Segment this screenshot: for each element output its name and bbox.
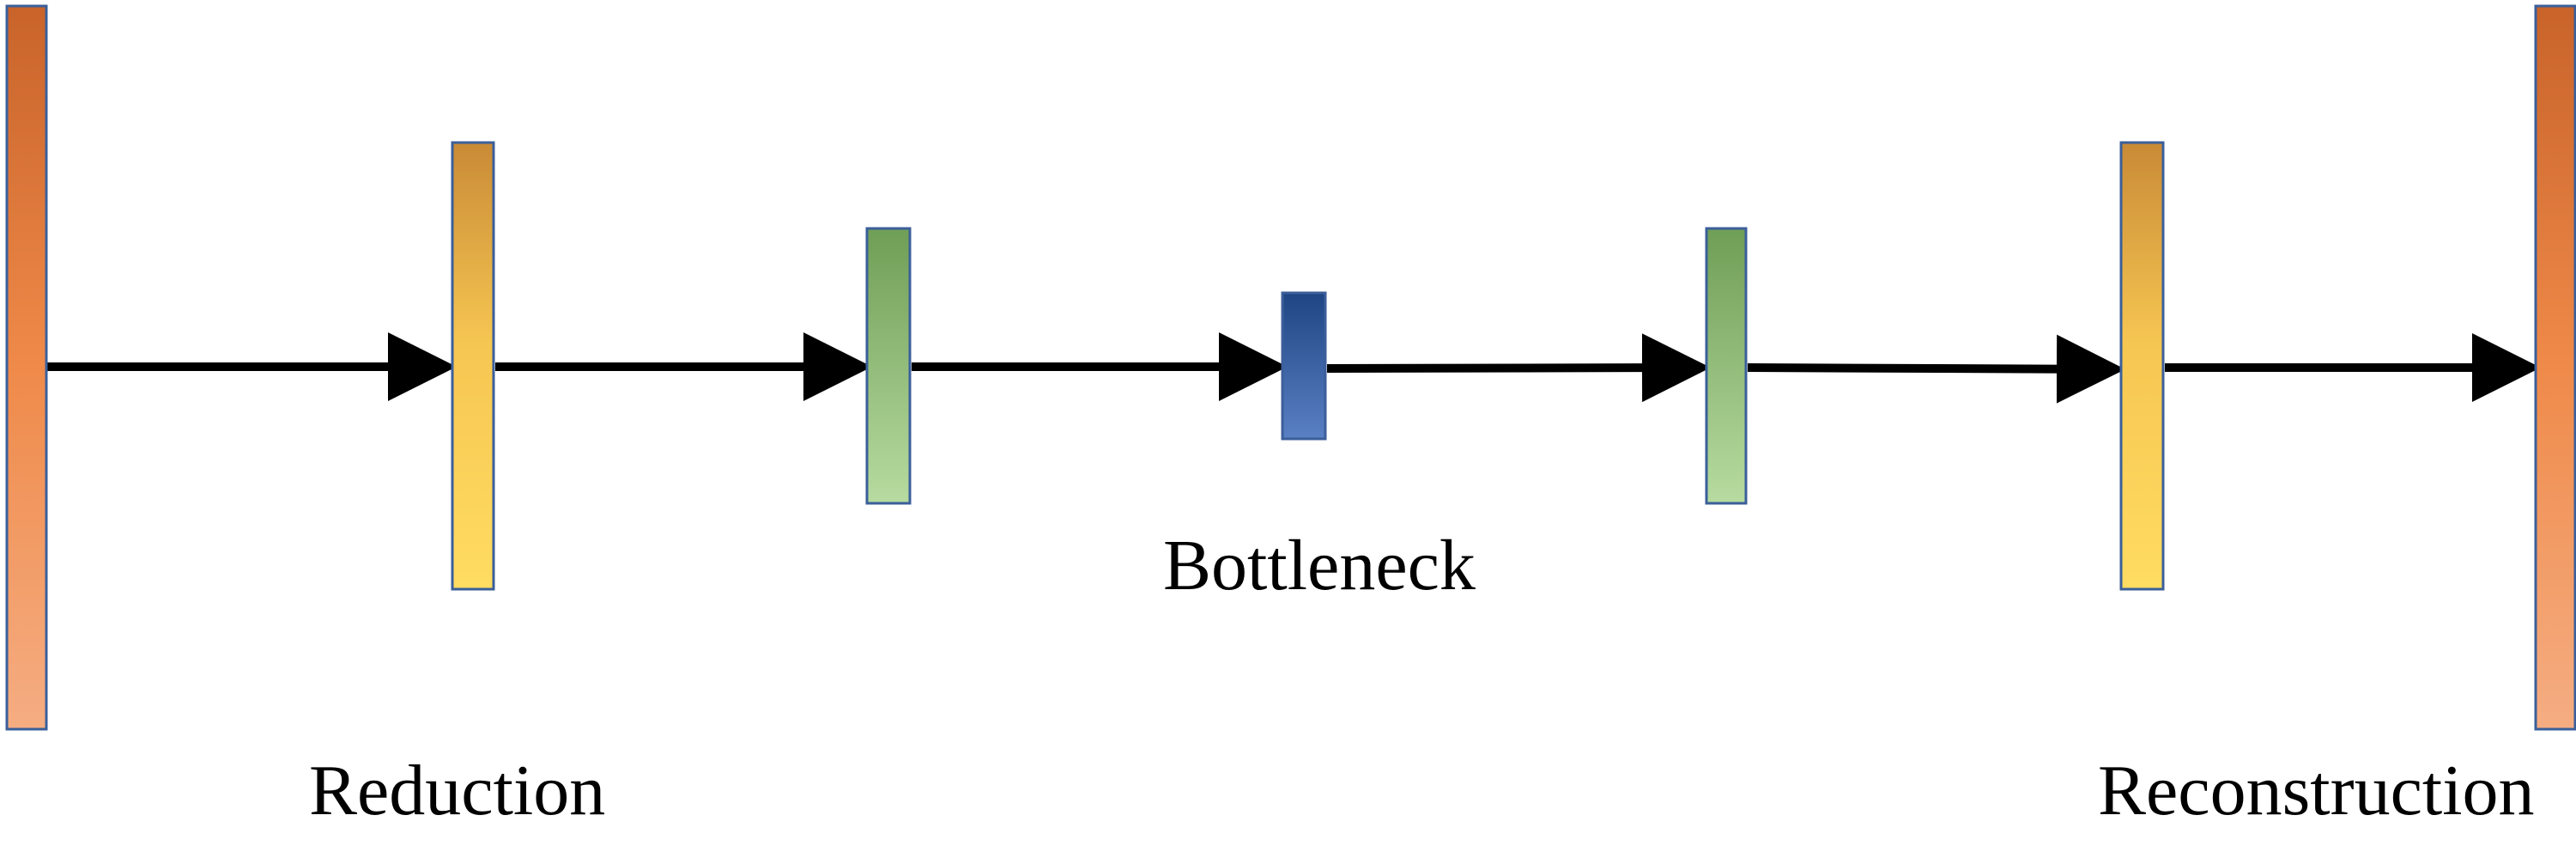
encoder-layer-2	[865, 227, 912, 505]
reconstruction-label: Reconstruction	[2098, 751, 2535, 831]
decoder-layer-1	[1705, 227, 1748, 505]
reduction-label: Reduction	[309, 751, 605, 831]
decoder-layer-2	[2119, 141, 2165, 591]
bottleneck-label: Bottleneck	[1163, 526, 1476, 605]
network-layers	[5, 4, 2576, 731]
connection-arrows	[47, 332, 2541, 404]
arrow-decoder-1-to-decoder-2	[1747, 334, 2125, 404]
bottleneck-layer	[1281, 291, 1327, 441]
encoder-layer-1	[451, 141, 495, 591]
output-layer	[2534, 4, 2576, 731]
input-layer	[5, 4, 48, 731]
diagram-labels: Bottleneck Reduction Reconstruction	[309, 526, 2535, 831]
